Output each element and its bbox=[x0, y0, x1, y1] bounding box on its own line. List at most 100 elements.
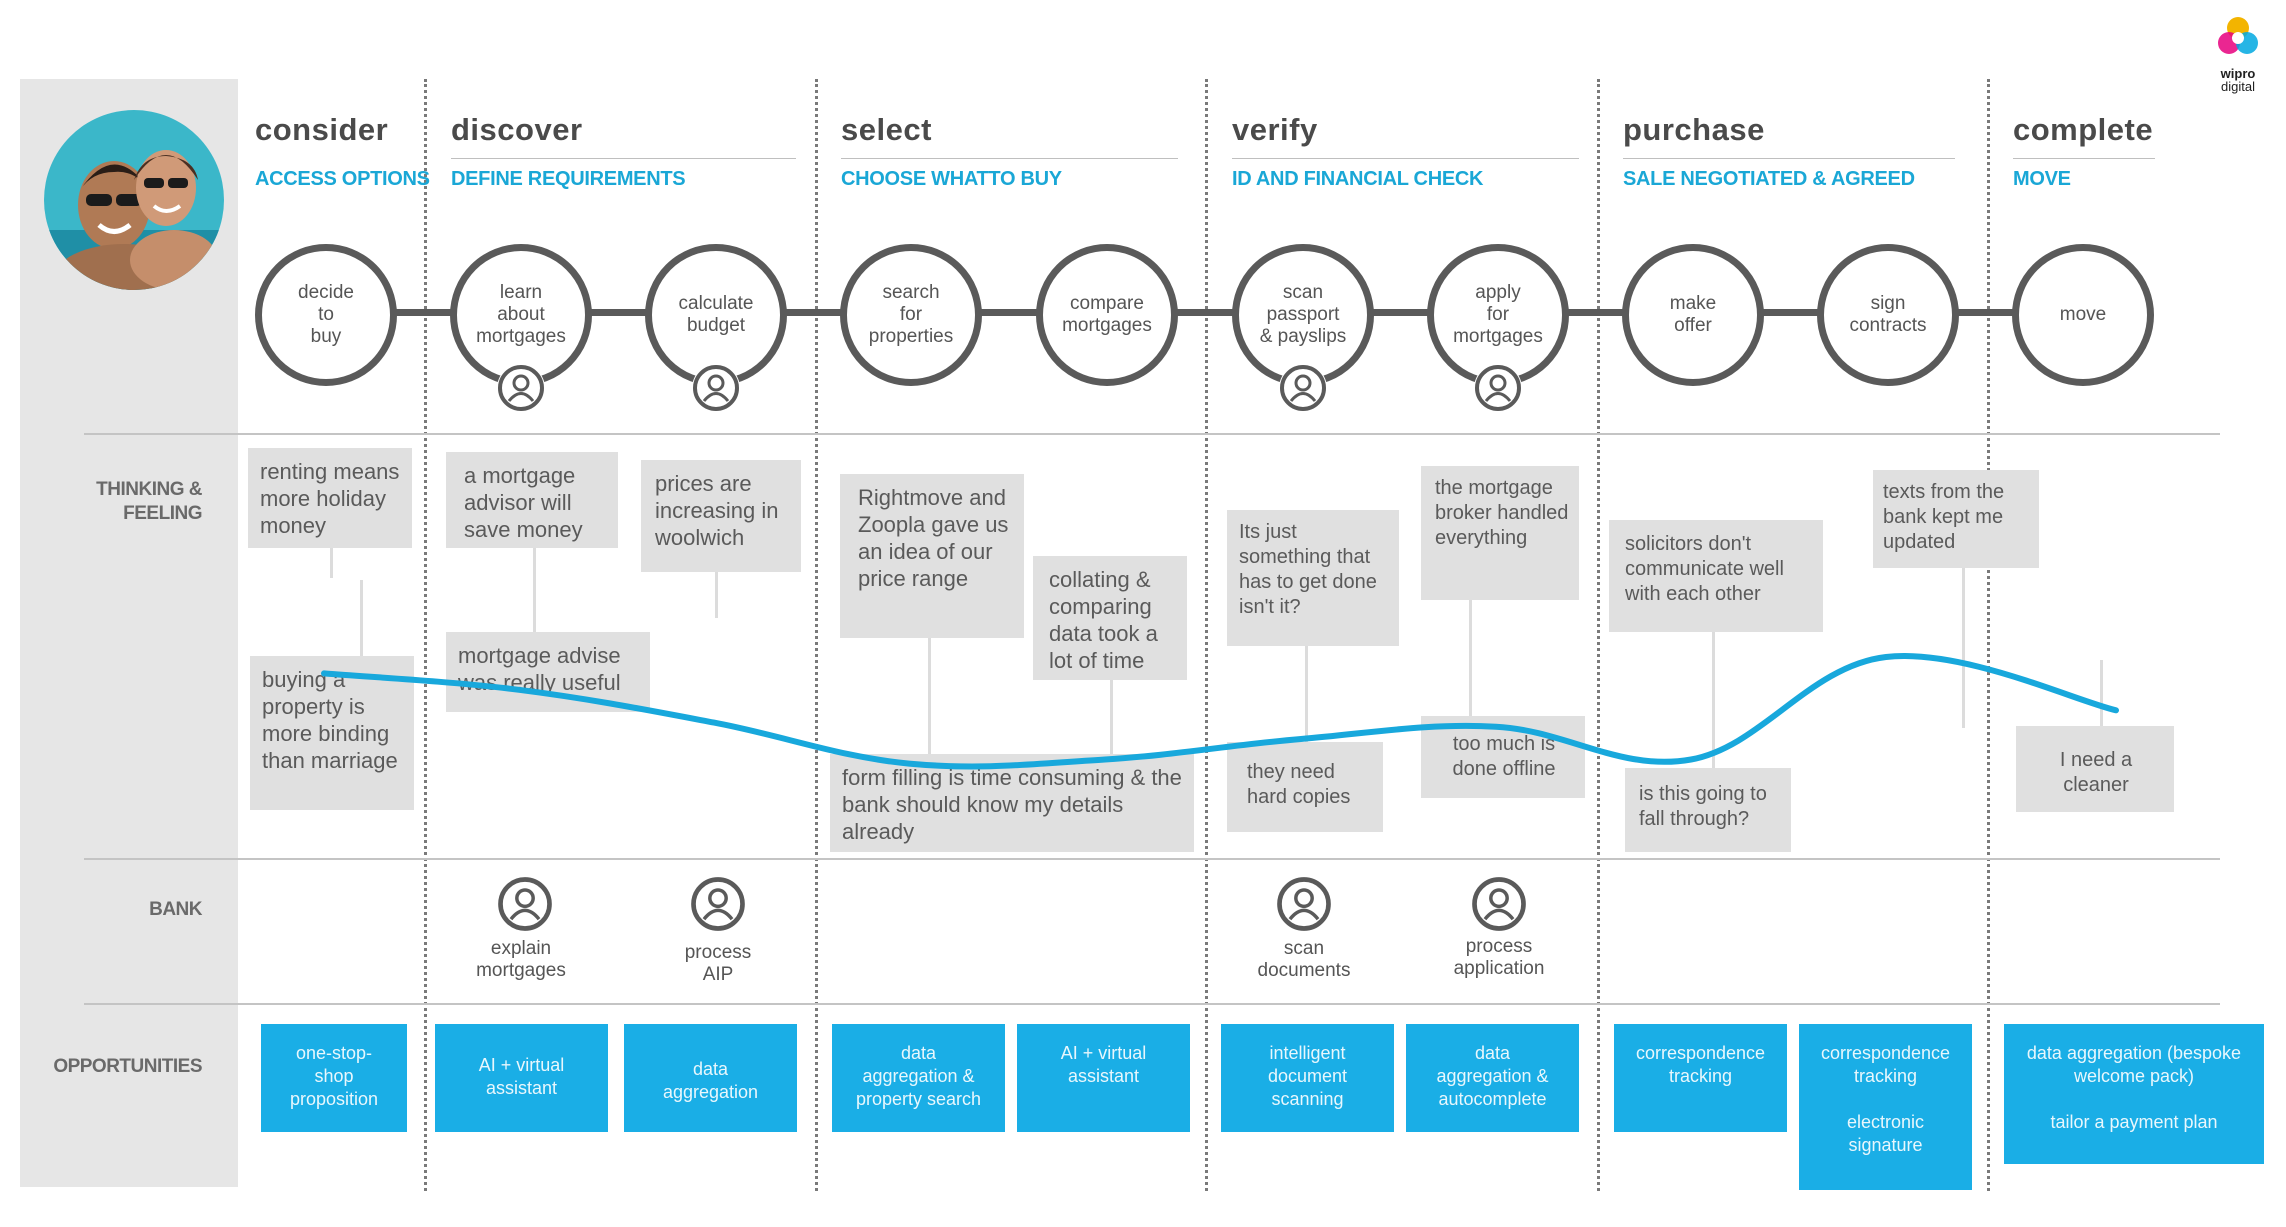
stage-subtitle: ID AND FINANCIAL CHECK bbox=[1232, 168, 1484, 190]
thought-note: is this going to fall through? bbox=[1625, 768, 1791, 852]
row-separator bbox=[84, 858, 2220, 860]
user-icon bbox=[692, 364, 740, 412]
row-label-thinking-feeling: THINKING & FEELING bbox=[96, 479, 202, 524]
step-label: search for properties bbox=[868, 282, 954, 347]
note-stem bbox=[533, 548, 536, 588]
opportunity-card: correspondence tracking bbox=[1614, 1024, 1787, 1132]
bank-user-icon bbox=[1276, 876, 1331, 931]
stage-rule bbox=[2013, 158, 2155, 159]
step-label: apply for mortgages bbox=[1453, 282, 1543, 347]
couple-photo-icon bbox=[44, 110, 224, 290]
thought-note: they need hard copies bbox=[1227, 742, 1383, 832]
step-decide-to-buy: decide to buy bbox=[255, 244, 397, 386]
note-stem bbox=[2100, 660, 2103, 726]
emotion-curve-line bbox=[321, 653, 2119, 770]
user-icon bbox=[497, 364, 545, 412]
stage-rule bbox=[451, 158, 796, 159]
stage-divider bbox=[1987, 79, 1990, 1191]
stage-title: verify bbox=[1232, 112, 1318, 147]
note-stem bbox=[1469, 600, 1472, 716]
stage-title: complete bbox=[2013, 112, 2154, 147]
bank-user-icon bbox=[690, 876, 745, 931]
stage-divider bbox=[1597, 79, 1600, 1191]
row-label-opportunities: OPPORTUNITIES bbox=[53, 1056, 202, 1077]
note-stem bbox=[1110, 680, 1113, 754]
bank-action: process application bbox=[1453, 936, 1545, 979]
thought-note: texts from the bank kept me updated bbox=[1873, 470, 2039, 568]
logo-line-2: digital bbox=[2221, 79, 2255, 94]
opportunity-card: AI + virtual assistant bbox=[1017, 1024, 1190, 1132]
thought-note: form filling is time consuming & the ban… bbox=[830, 754, 1194, 852]
thought-note: buying a property is more binding than m… bbox=[250, 656, 414, 810]
step-label: make offer bbox=[1669, 293, 1717, 336]
step-label: decide to buy bbox=[298, 282, 354, 347]
opportunity-card: one-stop- shop proposition bbox=[261, 1024, 407, 1132]
step-compare-mortgages: compare mortgages bbox=[1036, 244, 1178, 386]
row-label-bank: BANK bbox=[149, 899, 202, 920]
bank-action: explain mortgages bbox=[476, 938, 566, 981]
opportunity-card: data aggregation bbox=[624, 1024, 797, 1132]
stage-title: consider bbox=[255, 112, 389, 147]
stage-title: purchase bbox=[1623, 112, 1765, 147]
opportunity-card: data aggregation & autocomplete bbox=[1406, 1024, 1579, 1132]
opportunity-card: correspondence tracking electronic signa… bbox=[1799, 1024, 1972, 1190]
note-stem bbox=[1305, 646, 1308, 772]
thought-note: the mortgage broker handled everything bbox=[1421, 466, 1579, 600]
stage-title: select bbox=[841, 112, 932, 147]
bank-user-icon bbox=[497, 876, 552, 931]
stage-divider bbox=[815, 79, 818, 1191]
thought-note: collating & comparing data took a lot of… bbox=[1033, 556, 1187, 680]
note-stem bbox=[533, 588, 536, 632]
bank-user-icon bbox=[1471, 876, 1526, 931]
stage-subtitle: DEFINE REQUIREMENTS bbox=[451, 168, 686, 190]
step-label: learn about mortgages bbox=[476, 282, 566, 347]
logo-line-1: wipro bbox=[2220, 66, 2256, 81]
note-stem bbox=[360, 580, 363, 656]
step-label: sign contracts bbox=[1849, 293, 1927, 336]
step-sign-contracts: sign contracts bbox=[1817, 244, 1959, 386]
step-label: move bbox=[2059, 304, 2107, 325]
note-stem bbox=[1962, 568, 1965, 728]
stage-rule bbox=[1623, 158, 1955, 159]
wipro-logo-icon bbox=[2218, 17, 2258, 54]
thought-note: prices are increasing in woolwich bbox=[641, 460, 801, 572]
step-apply-for-mortgages: apply for mortgages bbox=[1427, 244, 1569, 386]
thought-note: renting means more holiday money bbox=[248, 448, 412, 548]
note-stem bbox=[715, 572, 718, 618]
stage-rule bbox=[841, 158, 1178, 159]
opportunity-card: data aggregation & property search bbox=[832, 1024, 1005, 1132]
thought-note: Rightmove and Zoopla gave us an idea of … bbox=[840, 474, 1024, 638]
step-label: calculate budget bbox=[678, 293, 754, 336]
stage-divider bbox=[424, 79, 427, 1191]
stage-subtitle: SALE NEGOTIATED & AGREED bbox=[1623, 168, 1915, 190]
bank-action: scan documents bbox=[1257, 938, 1351, 981]
thought-note: Its just something that has to get done … bbox=[1227, 510, 1399, 646]
step-move: move bbox=[2012, 244, 2154, 386]
thought-note: I need a cleaner bbox=[2016, 726, 2174, 812]
opportunity-card: AI + virtual assistant bbox=[435, 1024, 608, 1132]
note-stem bbox=[928, 638, 931, 754]
step-make-offer: make offer bbox=[1622, 244, 1764, 386]
row-separator bbox=[84, 1003, 2220, 1005]
step-label: scan passport & payslips bbox=[1259, 282, 1347, 347]
note-stem bbox=[1712, 632, 1715, 768]
journey-connector bbox=[326, 309, 2086, 316]
opportunity-card: intelligent document scanning bbox=[1221, 1024, 1394, 1132]
stage-subtitle: MOVE bbox=[2013, 168, 2071, 190]
thought-note: solicitors don't communicate well with e… bbox=[1609, 520, 1823, 632]
wipro-digital-logo: wipro digital bbox=[2210, 14, 2266, 93]
customer-avatar bbox=[44, 110, 224, 290]
note-stem bbox=[330, 548, 333, 578]
stage-subtitle: ACCESS OPTIONS bbox=[255, 168, 430, 190]
step-search-for-properties: search for properties bbox=[840, 244, 982, 386]
thought-note: a mortgage advisor will save money bbox=[446, 452, 618, 548]
stage-subtitle: CHOOSE WHATTO BUY bbox=[841, 168, 1062, 190]
thought-note: mortgage advise was really useful bbox=[446, 632, 650, 712]
stage-divider bbox=[1205, 79, 1208, 1191]
stage-rule bbox=[1232, 158, 1579, 159]
stage-title: discover bbox=[451, 112, 583, 147]
user-icon bbox=[1279, 364, 1327, 412]
bank-action: process AIP bbox=[684, 942, 752, 985]
step-label: compare mortgages bbox=[1062, 293, 1152, 336]
